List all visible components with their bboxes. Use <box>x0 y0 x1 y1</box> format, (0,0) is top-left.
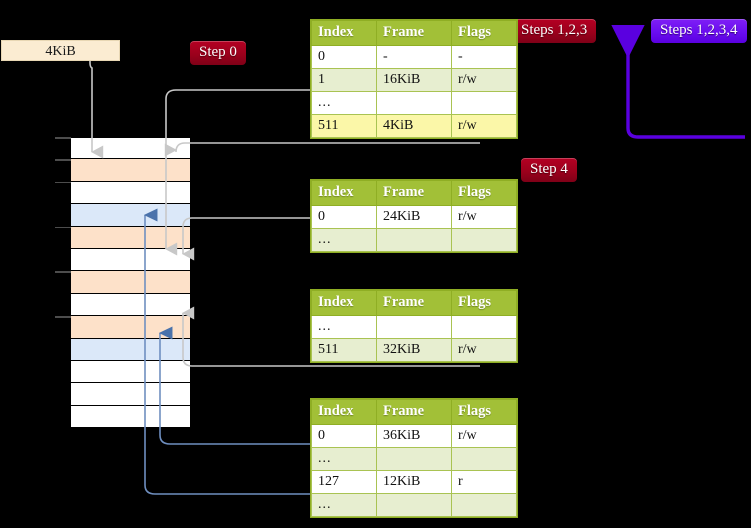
table-cell: 36KiB <box>376 424 452 448</box>
memory-frame-row <box>71 316 190 339</box>
table-cell: 127 <box>311 470 377 494</box>
table-cell: 511 <box>311 114 377 138</box>
table-cell: - <box>376 45 452 69</box>
column-header-frame: Frame <box>376 180 452 206</box>
table-row: ... <box>311 228 517 252</box>
table-row: ... <box>311 447 517 471</box>
step-4-badge: Step 4 <box>521 158 577 182</box>
memory-frame-row <box>71 405 190 429</box>
table-cell: r/w <box>451 205 517 229</box>
table-cell: r/w <box>451 338 517 362</box>
memory-frame-tick <box>55 226 71 229</box>
table-cell <box>451 447 517 471</box>
table-cell <box>376 447 452 471</box>
column-header-index: Index <box>311 290 377 316</box>
arrow-level4frame-to-memory <box>164 142 480 157</box>
physical-memory-column <box>55 137 190 429</box>
table-cell: 12KiB <box>376 470 452 494</box>
memory-frame-row <box>71 338 190 361</box>
table-cell <box>451 228 517 252</box>
column-header-flags: Flags <box>451 290 517 316</box>
memory-frame-row <box>71 383 190 406</box>
memory-frame-tick <box>55 159 71 161</box>
table-cell <box>376 228 452 252</box>
memory-frame-row <box>71 204 190 227</box>
table-row: ... <box>311 493 517 517</box>
memory-frame-tick <box>55 316 71 318</box>
table-cell <box>376 91 452 115</box>
table-cell: - <box>451 45 517 69</box>
table-cell <box>376 493 452 517</box>
table-cell: r/w <box>451 68 517 92</box>
memory-frame-row <box>71 137 190 160</box>
table-row: ... <box>311 315 517 339</box>
memory-frame-row <box>71 159 190 182</box>
memory-frame-tick <box>55 137 71 139</box>
table-cell: 0 <box>311 205 377 229</box>
memory-frame-row <box>71 361 190 384</box>
table-cell: 1 <box>311 68 377 92</box>
table-cell: 32KiB <box>376 338 452 362</box>
table-cell: ... <box>311 315 377 339</box>
table-cell: r <box>451 470 517 494</box>
memory-frame-row <box>71 293 190 317</box>
table-cell: 24KiB <box>376 205 452 229</box>
table-cell <box>451 315 517 339</box>
column-header-flags: Flags <box>451 20 517 46</box>
arrow-steps-1234-loop <box>611 24 745 139</box>
table-cell: 16KiB <box>376 68 452 92</box>
table-row: ... <box>311 91 517 115</box>
table-cell: 0 <box>311 424 377 448</box>
table-cell <box>451 493 517 517</box>
memory-size-label: 4KiB <box>1 40 120 61</box>
table-cell: ... <box>311 493 377 517</box>
table-cell: 511 <box>311 338 377 362</box>
memory-frame-row <box>71 226 190 249</box>
column-header-index: Index <box>311 399 377 425</box>
table-cell: ... <box>311 91 377 115</box>
table-cell: ... <box>311 447 377 471</box>
table-cell <box>376 315 452 339</box>
step-0-badge: Step 0 <box>190 41 246 65</box>
table-cell: ... <box>311 228 377 252</box>
table-cell: 0 <box>311 45 377 69</box>
column-header-flags: Flags <box>451 399 517 425</box>
table-row: 0-- <box>311 45 517 69</box>
steps-1234-badge: Steps 1,2,3,4 <box>651 19 747 43</box>
column-header-frame: Frame <box>376 290 452 316</box>
steps-123-badge: Steps 1,2,3 <box>512 19 597 43</box>
column-header-frame: Frame <box>376 20 452 46</box>
table-cell: r/w <box>451 424 517 448</box>
table-cell: 4KiB <box>376 114 452 138</box>
table-cell: r/w <box>451 114 517 138</box>
column-header-frame: Frame <box>376 399 452 425</box>
memory-frame-row <box>71 249 190 272</box>
column-header-index: Index <box>311 180 377 206</box>
column-header-index: Index <box>311 20 377 46</box>
table-cell <box>451 91 517 115</box>
memory-frame-row <box>71 181 190 205</box>
memory-frame-tick <box>55 271 71 273</box>
memory-frame-tick <box>55 181 71 184</box>
memory-frame-row <box>71 271 190 294</box>
column-header-flags: Flags <box>451 180 517 206</box>
